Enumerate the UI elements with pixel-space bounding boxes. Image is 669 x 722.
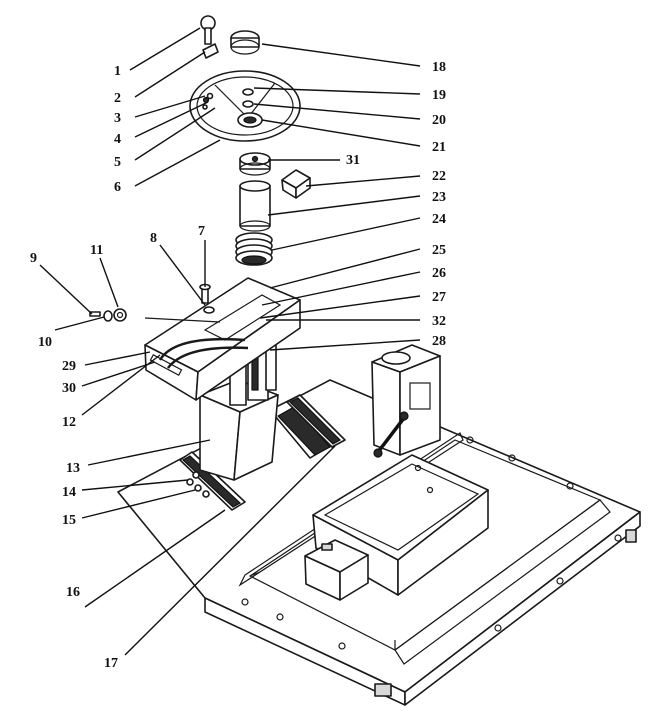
callout-32: 32 <box>432 314 446 329</box>
callout-31: 31 <box>346 153 360 168</box>
callout-11: 11 <box>90 243 103 258</box>
cap <box>230 30 260 55</box>
small-block <box>304 539 369 601</box>
callout-6: 6 <box>114 180 121 195</box>
left-pedal <box>179 451 246 511</box>
callout-15: 15 <box>62 513 76 528</box>
callout-3: 3 <box>114 111 121 126</box>
callout-7: 7 <box>198 224 205 239</box>
callout-21: 21 <box>432 140 446 155</box>
spring <box>235 232 273 266</box>
callout-17: 17 <box>104 656 118 671</box>
callout-12: 12 <box>62 415 76 430</box>
callout-2: 2 <box>114 91 121 106</box>
wheel-edge-parts <box>202 92 214 110</box>
callout-13: 13 <box>66 461 80 476</box>
knob-and-clip <box>200 15 219 59</box>
callout-27: 27 <box>432 290 446 305</box>
top-disc <box>239 152 271 176</box>
callout-4: 4 <box>114 132 121 147</box>
leader-lines <box>39 27 421 656</box>
callout-26: 26 <box>432 266 446 281</box>
callout-22: 22 <box>432 169 446 184</box>
square-sleeve <box>281 169 311 199</box>
left-fasteners <box>89 308 127 322</box>
callout-28: 28 <box>432 334 446 349</box>
callout-20: 20 <box>432 113 446 128</box>
callout-25: 25 <box>432 243 446 258</box>
callout-30: 30 <box>62 381 76 396</box>
pedal-nuts <box>186 471 210 498</box>
sleeve-cylinder <box>239 180 271 232</box>
callout-18: 18 <box>432 60 446 75</box>
callout-labels: 1 2 3 4 5 6 7 8 9 10 11 12 13 14 15 16 1… <box>30 60 446 671</box>
callout-10: 10 <box>38 335 52 350</box>
callout-5: 5 <box>114 155 121 170</box>
callout-23: 23 <box>432 190 446 205</box>
callout-8: 8 <box>150 231 157 246</box>
head-table <box>144 277 301 401</box>
right-post <box>371 344 441 458</box>
callout-16: 16 <box>66 585 80 600</box>
callout-9: 9 <box>30 251 37 266</box>
callout-14: 14 <box>62 485 76 500</box>
callout-19: 19 <box>432 88 446 103</box>
callout-24: 24 <box>432 212 446 227</box>
callout-29: 29 <box>62 359 76 374</box>
callout-1: 1 <box>114 64 121 79</box>
right-pedal <box>286 394 346 448</box>
